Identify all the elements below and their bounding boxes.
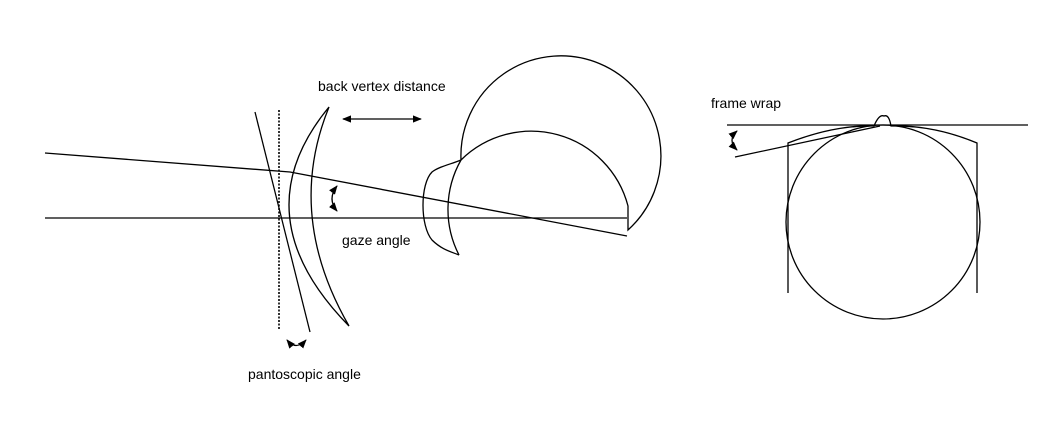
back-vertex-distance-label: back vertex distance (318, 78, 446, 94)
head-circle (785, 124, 981, 320)
top-view-diagram: frame wrap (711, 95, 1028, 320)
frame-outline (787, 115, 978, 293)
gaze-ray-line (44, 152, 628, 237)
eyeball-outline (422, 55, 662, 256)
side-view-diagram: back vertex distance gaze angle pantosco… (44, 55, 662, 382)
pantoscopic-angle-arrow (286, 339, 307, 349)
wrap-angle-line (734, 125, 881, 158)
eyeball-back-arc (447, 159, 462, 256)
gaze-angle-label: gaze angle (342, 232, 411, 248)
frame-wrap-arrow (728, 130, 738, 151)
frame-wrap-label: frame wrap (711, 95, 781, 111)
spectacle-lens (288, 106, 350, 327)
gaze-angle-arrow (328, 185, 338, 212)
pantoscopic-angle-label: pantoscopic angle (248, 366, 361, 382)
lens-tilt-line (254, 111, 311, 333)
